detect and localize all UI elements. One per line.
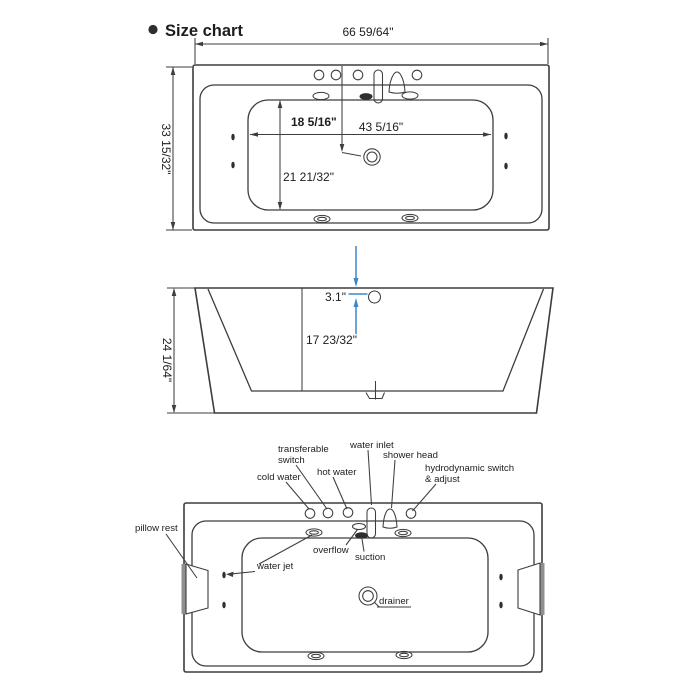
dim-overall-height: 24 1/64" xyxy=(160,287,217,414)
dim-rim-to-overflow-text: 3.1" xyxy=(325,290,346,304)
jet-oval xyxy=(305,528,323,537)
label-hydrodynamic-line2: & adjust xyxy=(425,474,460,485)
jet-oval-inner xyxy=(399,652,409,658)
dim-basin-width: 21 21/32" xyxy=(277,100,334,210)
drain-trap-symbol xyxy=(365,381,385,400)
side-jet-dot xyxy=(499,601,503,609)
hot-water-knob xyxy=(342,507,354,518)
hydrodynamic-knob xyxy=(411,69,423,81)
label-transferable-switch-line2: switch xyxy=(278,455,305,466)
dim-overall-length: 66 59/64" xyxy=(194,25,549,64)
water-inlet-spout xyxy=(373,69,384,104)
side-jet-dot xyxy=(504,162,508,170)
shower-head-shape xyxy=(382,508,398,529)
side-jet-dot xyxy=(231,133,235,141)
basin-side-outline xyxy=(207,288,545,392)
side-jet-dot xyxy=(231,161,235,169)
jet-oval-inner xyxy=(309,530,319,535)
top-view: 66 59/64" 33 15/32" 18 5/16" 43 5/16" xyxy=(159,25,550,231)
page-title-text: Size chart xyxy=(165,22,243,40)
side-view: 24 1/64" 3.1" 17 23/32" xyxy=(160,246,554,414)
deck-fixtures xyxy=(304,507,417,539)
jet-oval-inner xyxy=(311,653,321,659)
dim-drain-offset-text: 18 5/16" xyxy=(291,115,337,129)
label-cold-water: cold water xyxy=(257,472,302,483)
jet-oval xyxy=(394,528,412,538)
shower-head-shape xyxy=(388,71,406,94)
dim-drain-offset: 18 5/16" xyxy=(291,66,362,157)
tub-outer-outline xyxy=(192,64,550,231)
side-jet-dot xyxy=(499,573,503,581)
page-title: Size chart xyxy=(148,22,243,40)
pillow-rest-right xyxy=(517,562,545,616)
tub-rim-outline xyxy=(199,84,543,224)
dim-inner-depth-text: 17 23/32" xyxy=(306,333,357,347)
callouts: cold water transferable switch hot water… xyxy=(135,440,514,608)
dim-overall-width-text: 33 15/32" xyxy=(159,124,173,175)
rim-jets xyxy=(222,522,503,661)
label-shower-head: shower head xyxy=(383,450,438,461)
label-drainer: drainer xyxy=(379,596,410,607)
hydrodynamic-knob xyxy=(405,508,417,519)
label-pillow-rest: pillow rest xyxy=(135,523,178,534)
jet-oval xyxy=(307,651,325,661)
tub-basin-outline xyxy=(247,99,494,211)
drain-symbol xyxy=(363,148,381,166)
jet-oval xyxy=(395,650,413,660)
jet-oval-inner xyxy=(398,530,408,536)
overflow-oval xyxy=(351,522,367,531)
overflow-hole xyxy=(367,290,382,304)
transferable-switch-knob xyxy=(322,507,334,519)
tub-side-outline xyxy=(194,287,554,414)
rim-jets xyxy=(231,91,508,224)
jet-oval-inner xyxy=(317,216,327,222)
side-jet-dot xyxy=(222,601,226,609)
dim-overall-width: 33 15/32" xyxy=(159,66,192,231)
suction-oval xyxy=(355,532,368,539)
suction-oval xyxy=(359,93,373,100)
jet-oval-inner xyxy=(405,215,415,221)
water-inlet-spout xyxy=(366,507,377,539)
pillow-rest-left xyxy=(181,563,209,615)
bottom-view: cold water transferable switch hot water… xyxy=(135,440,545,673)
dim-basin-length: 43 5/16" xyxy=(250,120,491,137)
dim-overall-height-text: 24 1/64" xyxy=(160,338,174,382)
dim-overall-length-text: 66 59/64" xyxy=(343,25,394,39)
dim-basin-length-text: 43 5/16" xyxy=(359,120,403,134)
label-suction: suction xyxy=(355,552,385,563)
cold-water-knob xyxy=(304,508,316,519)
jet-oval xyxy=(313,214,331,224)
dim-rim-to-overflow: 3.1" xyxy=(325,246,368,334)
jet-oval xyxy=(401,91,419,100)
label-transferable-switch-line1: transferable xyxy=(278,444,329,455)
dim-basin-width-text: 21 21/32" xyxy=(283,170,334,184)
label-hot-water: hot water xyxy=(317,467,357,478)
label-overflow: overflow xyxy=(313,545,349,556)
side-jet-dot xyxy=(222,571,226,579)
cold-water-knob xyxy=(313,69,325,81)
label-water-jet: water jet xyxy=(256,561,294,572)
transferable-switch-knob xyxy=(330,69,342,81)
drain-symbol xyxy=(358,586,378,606)
jet-oval xyxy=(312,91,330,101)
label-water-inlet: water inlet xyxy=(349,440,394,451)
label-hydrodynamic-line1: hydrodynamic switch xyxy=(425,463,514,474)
side-jet-dot xyxy=(504,132,508,140)
hot-water-knob xyxy=(352,69,364,81)
bullet-icon xyxy=(148,24,158,35)
jet-oval xyxy=(401,213,419,223)
deck-fixtures xyxy=(313,69,423,104)
